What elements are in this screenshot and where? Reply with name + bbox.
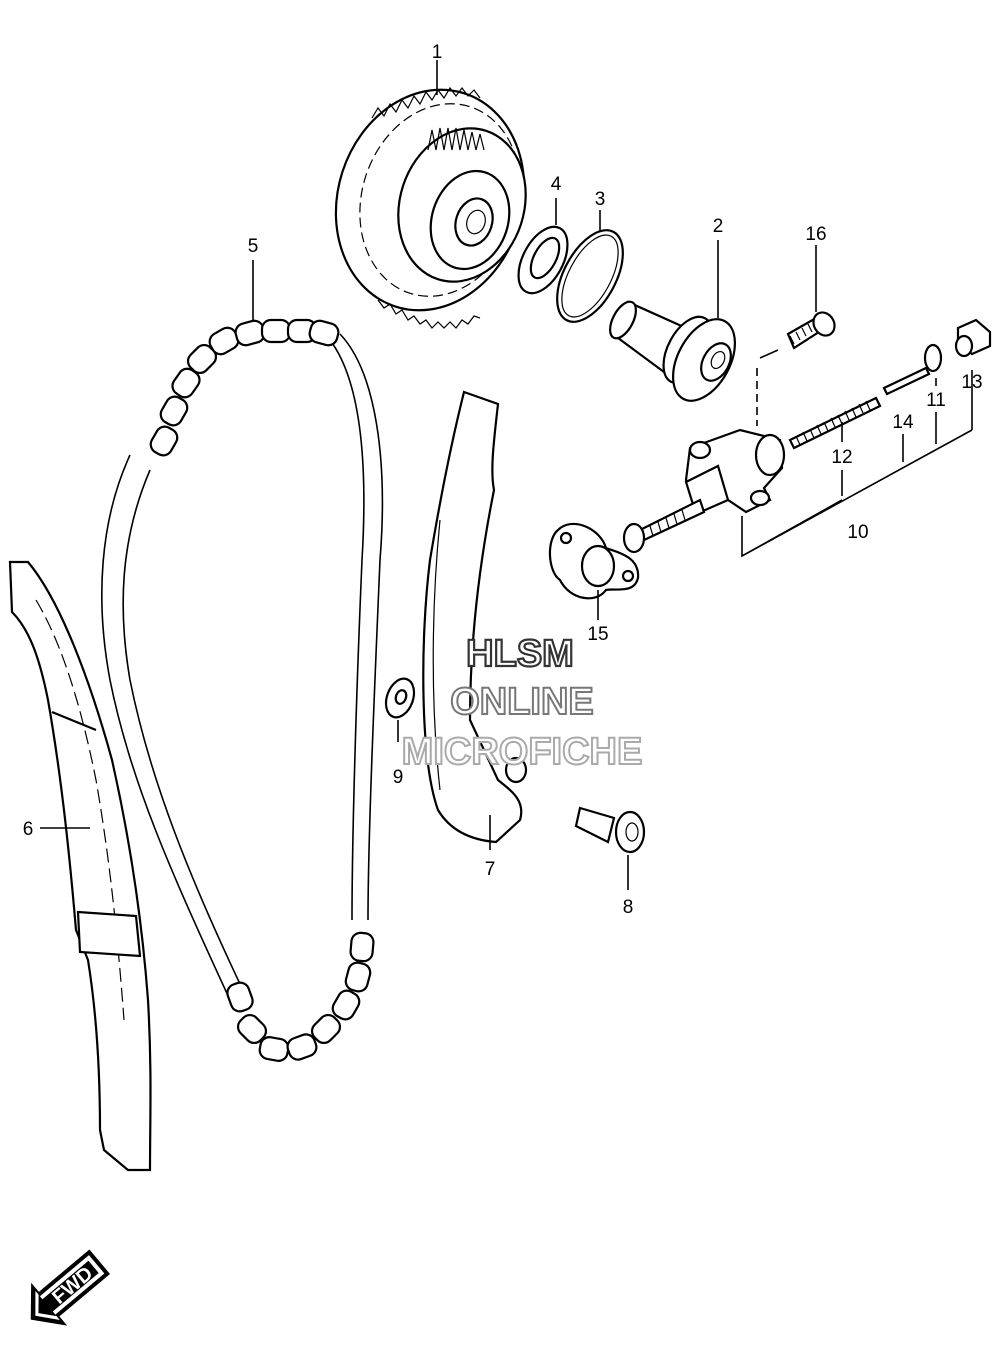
callout-11[interactable]: 11 — [926, 390, 946, 411]
cap-bolt-drawing — [954, 318, 992, 358]
watermark-line-3: MICROFICHE — [402, 731, 643, 773]
callout-4[interactable]: 4 — [551, 174, 562, 195]
callout-15[interactable]: 15 — [587, 624, 608, 645]
cam-chain-drawing — [101, 318, 384, 1062]
spring-drawing — [788, 396, 882, 450]
drive-gear-drawing — [334, 86, 527, 329]
shaft-drawing — [609, 300, 736, 402]
callout-1[interactable]: 1 — [432, 42, 443, 63]
callout-16[interactable]: 16 — [805, 224, 826, 245]
callout-9[interactable]: 9 — [393, 767, 404, 788]
callout-3[interactable]: 3 — [595, 189, 606, 210]
callout-2[interactable]: 2 — [713, 216, 724, 237]
tensioner-bolt-drawing — [786, 311, 836, 350]
guide-bolt-drawing — [574, 806, 646, 854]
callout-14[interactable]: 14 — [892, 412, 914, 433]
watermark-line-2: ONLINE — [450, 681, 594, 723]
watermark: HLSM ONLINE MICROFICHE — [401, 632, 644, 774]
watermark-line-1: HLSM — [466, 633, 574, 675]
gasket-washer-drawing — [923, 343, 943, 373]
o-ring-drawing — [556, 229, 624, 323]
callout-5[interactable]: 5 — [248, 236, 259, 257]
callout-8[interactable]: 8 — [623, 897, 634, 918]
washer-drawing — [517, 225, 569, 295]
callout-13[interactable]: 13 — [961, 372, 982, 393]
guide-washer-drawing — [384, 677, 416, 719]
gasket-drawing — [548, 522, 640, 600]
callout-6[interactable]: 6 — [23, 819, 34, 840]
spring-pin-drawing — [882, 366, 931, 396]
tensioner-adjuster-drawing — [622, 428, 786, 554]
callout-10[interactable]: 10 — [847, 522, 868, 543]
rear-guide-drawing — [8, 560, 152, 1172]
front-guide-drawing — [422, 390, 528, 844]
fwd-direction-badge: FWD — [30, 1249, 110, 1326]
callout-7[interactable]: 7 — [485, 859, 496, 880]
callout-12[interactable]: 12 — [831, 447, 852, 468]
